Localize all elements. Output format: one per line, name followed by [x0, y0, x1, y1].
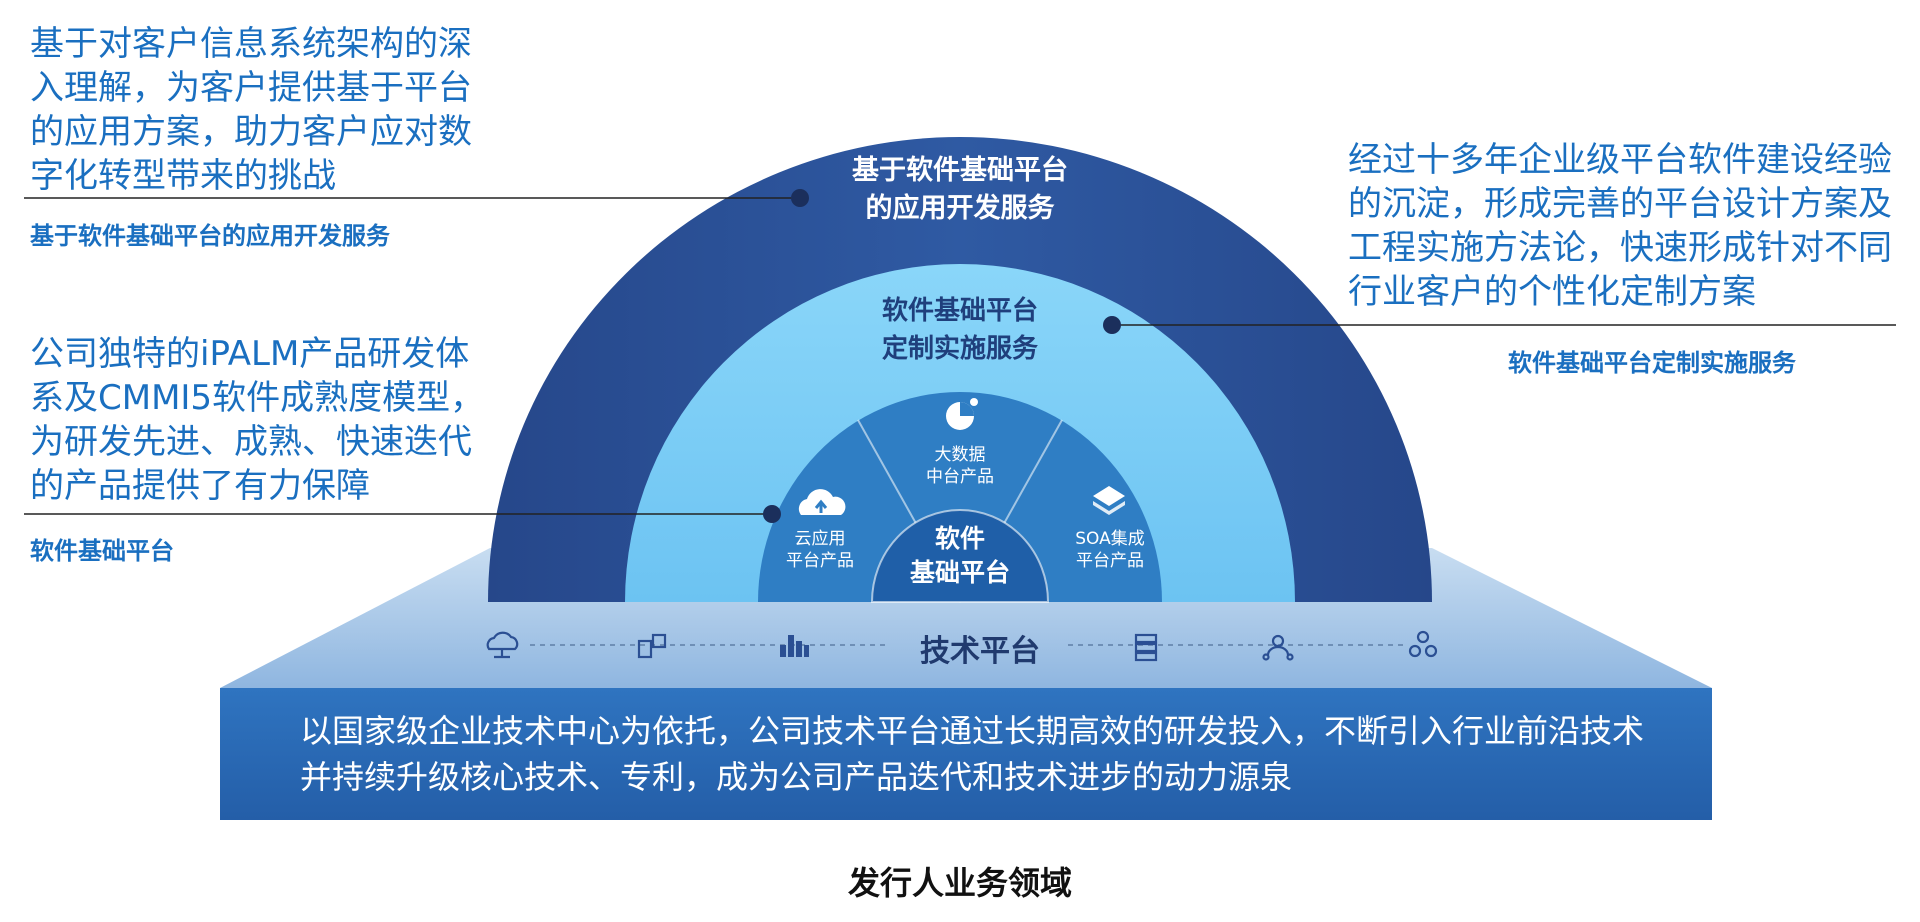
figure-caption: 发行人业务领域 [847, 864, 1072, 902]
annotation-right-text: 经过十多年企业级平台软件建设经验的沉淀，形成完善的平台设计方案及工程实施方法论，… [1348, 140, 1892, 312]
middle-arc-label: 软件基础平台 定制实施服务 [881, 296, 1038, 364]
outer-arc-label: 基于软件基础平台 的应用开发服务 [852, 155, 1068, 224]
tech-platform-description: 以国家级企业技术中心为依托，公司技术平台通过长期高效的研发投入，不断引入行业前沿… [300, 712, 1645, 796]
core-semicircle [870, 509, 1050, 603]
segment-label-soa: SOA集成 平台产品 [1075, 529, 1145, 571]
core-label: 软件 基础平台 [909, 524, 1010, 587]
tech-platform-title: 技术平台 [920, 634, 1040, 669]
layers-icon [1093, 486, 1125, 515]
building-icon [780, 635, 809, 657]
inner-ring [758, 392, 1162, 602]
leader-dot-left-bottom [763, 505, 781, 523]
annotation-left-bottom-text: 公司独特的iPALM产品研发体系及CMMI5软件成熟度模型，为研发先进、成熟、快… [30, 334, 485, 506]
cluster-icon [1408, 630, 1438, 658]
server-icon [1134, 633, 1158, 662]
annotation-left-bottom-title: 软件基础平台 [30, 537, 174, 565]
leader-dot-right [1103, 316, 1121, 334]
annotation-left-top-title: 基于软件基础平台的应用开发服务 [30, 222, 390, 250]
devices-icon [637, 633, 667, 659]
pie-chart-icon [946, 398, 978, 430]
annotation-left-top-text: 基于对客户信息系统架构的深入理解，为客户提供基于平台的应用方案，助力客户应对数字… [30, 24, 472, 196]
base-platform-front [220, 688, 1712, 820]
cloud-upload-icon [798, 489, 846, 515]
annotation-right-title: 软件基础平台定制实施服务 [1508, 349, 1796, 377]
user-network-icon [1262, 634, 1294, 661]
segment-label-cloud: 云应用 平台产品 [786, 529, 854, 571]
cloud-network-icon [486, 631, 519, 659]
leader-dot-left-top [791, 189, 809, 207]
segment-label-bigdata: 大数据 中台产品 [926, 445, 994, 487]
